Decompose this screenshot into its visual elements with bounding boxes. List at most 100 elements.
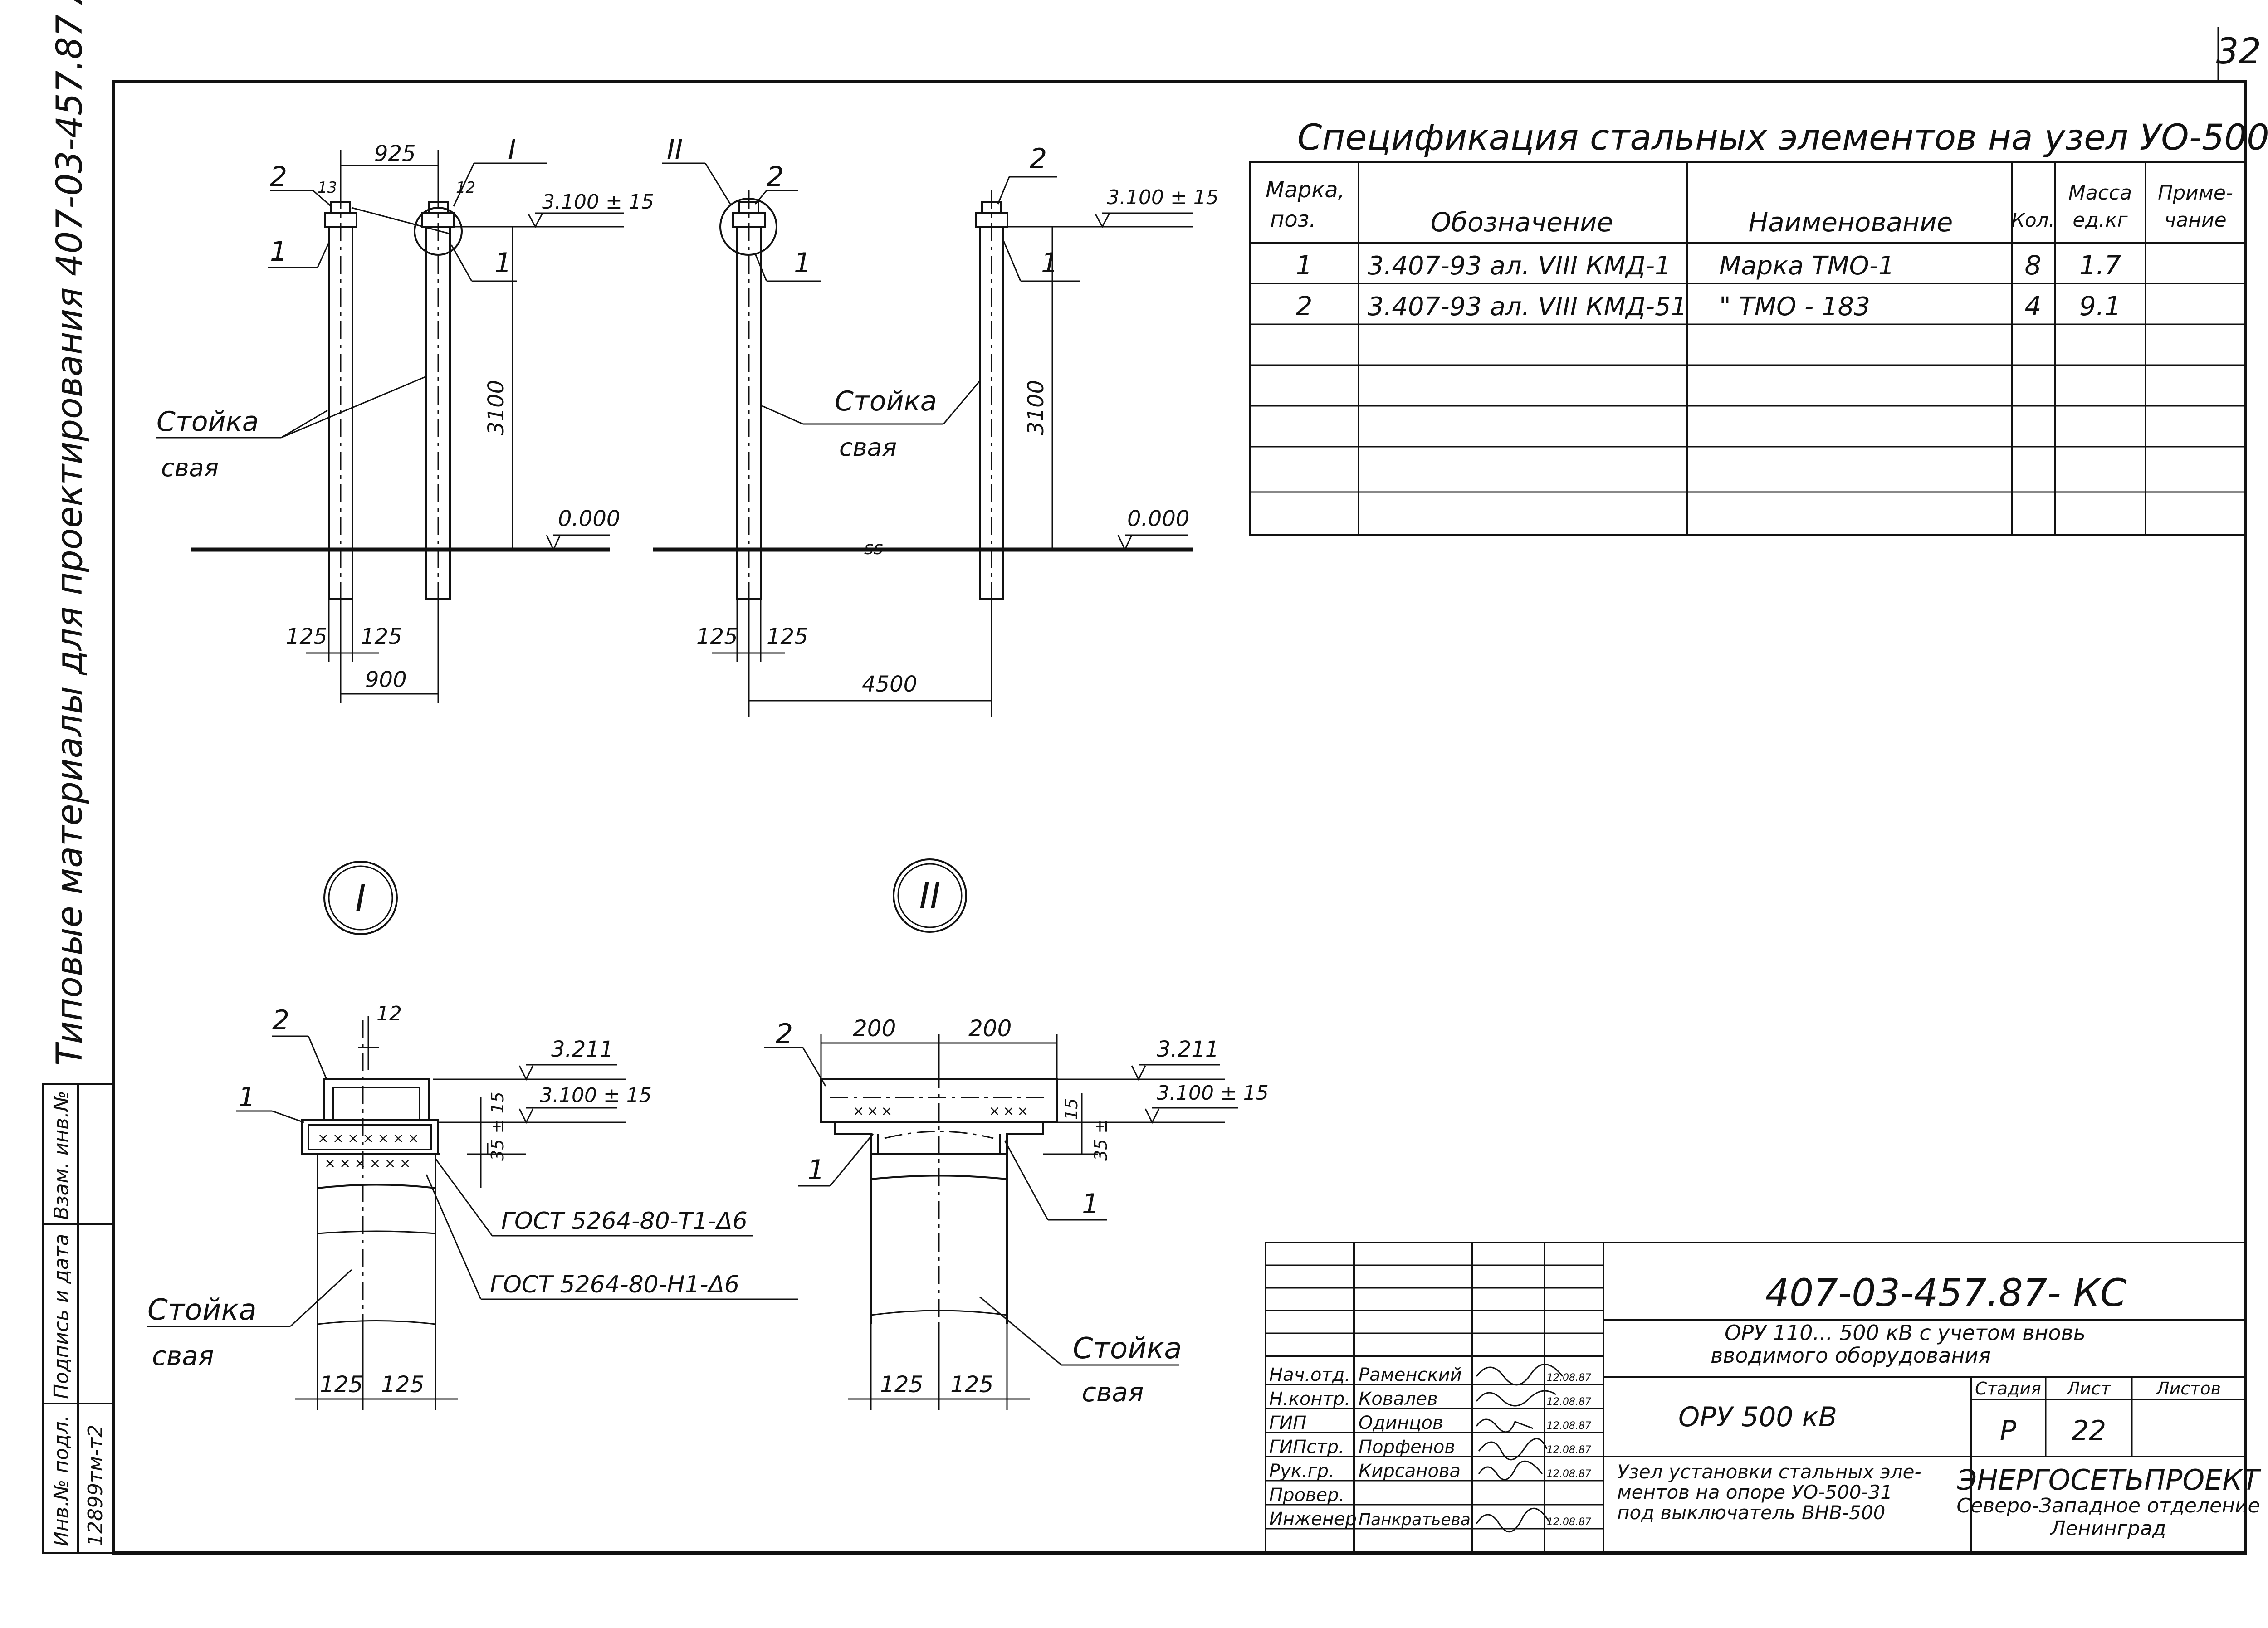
detail-I: I ××××××× ×××××× 2 1 12 3.211: [147, 861, 798, 1410]
staff-row: Нач.отд. Раменский 12.08.87: [1269, 1365, 1591, 1385]
spec-header-qty: Кол.: [2011, 209, 2055, 231]
staff-row: ГИП Одинцов 12.08.87: [1269, 1413, 1591, 1433]
dim-125-right-b: 125: [767, 624, 808, 649]
staff-date: 12.08.87: [1547, 1372, 1591, 1384]
post-label-right-2: свая: [839, 433, 897, 462]
detail-II-dim-125b: 125: [950, 1371, 993, 1398]
label-1-right-b: 1: [1041, 247, 1058, 279]
detail-I-weld-2: ГОСТ 5264-80-Н1-Δ6: [490, 1271, 739, 1298]
detail-I-circle-label: I: [355, 877, 366, 919]
detail-I-dim-35: 35 ± 15: [488, 1092, 508, 1161]
spec-header-name: Наименование: [1749, 207, 1953, 238]
label-2-right-a: 2: [767, 161, 784, 193]
spec-header-note-1: Приме-: [2158, 181, 2233, 205]
side-stamp-inv-label: Инв.№ подл.: [50, 1415, 73, 1546]
label-2-left: 2: [270, 161, 287, 193]
dim-125-left-a: 125: [286, 624, 327, 649]
staff-date: 12.08.87: [1547, 1516, 1591, 1528]
spec-row-2-name: " ТМО - 183: [1719, 292, 1870, 322]
detail-II-circle-label: II: [919, 875, 940, 917]
staff-role: Инженер: [1269, 1509, 1357, 1530]
label-1-left: 1: [270, 236, 287, 268]
detail-I-weld-1: ГОСТ 5264-80-Т1-Δ6: [501, 1208, 748, 1235]
detail-II-label-1b: 1: [1082, 1188, 1099, 1220]
page-number: 32: [2216, 31, 2261, 72]
side-stamp: Взам. инв.№ Подпись и дата Инв.№ подл. 1…: [42, 1083, 114, 1554]
height-right: 3100: [1023, 380, 1049, 435]
spec-header-mark-1: Марка,: [1266, 177, 1345, 203]
detail-II-dim-200b: 200: [968, 1015, 1012, 1042]
level-zero-right: 0.000: [1127, 506, 1189, 531]
staff-role: Н.контр.: [1269, 1389, 1350, 1409]
title-object: ОРУ 500 кВ: [1678, 1401, 1837, 1433]
staff-name: Панкратьева: [1359, 1511, 1471, 1529]
spec-row: 2 3.407-93 ал. VIII КМД-51 " ТМО - 183 4…: [1296, 291, 2121, 322]
title-project-1: ОРУ 110... 500 кВ с учетом вновь: [1725, 1321, 2086, 1345]
dim-125-right-a: 125: [696, 624, 738, 649]
detail-I-dim-12: 12: [376, 1002, 402, 1025]
detail-II-dim-35: 35 ±: [1091, 1119, 1111, 1161]
title-org-3: Ленинград: [2050, 1517, 2166, 1540]
staff-date: 12.08.87: [1547, 1396, 1591, 1408]
side-stamp-inv-value: 12899тм-т2: [84, 1425, 107, 1546]
section-mark-II: II: [667, 134, 683, 166]
staff-role: Провер.: [1269, 1485, 1344, 1506]
title-org-1: ЭНЕРГОСЕТЬПРОЕКТ: [1957, 1463, 2262, 1496]
spec-header-mass-1: Масса: [2068, 181, 2132, 205]
detail-II-label-2: 2: [776, 1018, 793, 1050]
detail-II-post-label-2: свая: [1082, 1377, 1144, 1408]
spec-row-2-designation: 3.407-93 ал. VIII КМД-51: [1368, 292, 1687, 322]
spec-row-1-qty: 8: [2025, 250, 2042, 281]
level-top-right: 3.100 ± 15: [1107, 186, 1219, 209]
label-2-right-b: 2: [1030, 143, 1047, 175]
title-code: 407-03-457.87- КС: [1765, 1271, 2126, 1315]
label-1-right-a: 1: [794, 247, 811, 279]
side-stamp-sign: Подпись и дата: [50, 1234, 73, 1399]
detail-II-dim-15: 15: [1061, 1098, 1081, 1120]
side-stamp-replace: Взам. инв.№: [50, 1091, 73, 1220]
detail-I-dim-125b: 125: [381, 1371, 424, 1398]
spec-header-note-2: чание: [2164, 209, 2226, 232]
title-org-2: Северо-Западное отделение: [1956, 1494, 2260, 1517]
detail-I-post-label-2: свая: [152, 1340, 214, 1371]
svg-text:××××××: ××××××: [324, 1155, 415, 1171]
svg-text:×××: ×××: [989, 1103, 1031, 1119]
detail-I-circle: [323, 861, 398, 935]
staff-role: ГИП: [1269, 1413, 1306, 1433]
spec-header-designation: Обозначение: [1431, 207, 1613, 238]
elevation-right: ss II 2 2 1 1 3.100 ± 15 31: [653, 134, 1219, 717]
svg-text:ss: ss: [864, 538, 883, 559]
side-title: Типовые материалы для проектирования 407…: [49, 0, 90, 1066]
spec-row-2-mark: 2: [1296, 291, 1313, 322]
elevation-left: I 925 13 12 2 1 1 3.100 ± 15 3100 0.000 …: [156, 134, 654, 703]
drawing-frame: [112, 80, 2247, 1555]
detail-II-dim-125a: 125: [880, 1371, 923, 1398]
section-mark-I: I: [508, 134, 516, 166]
detail-II-circle: [893, 858, 967, 933]
detail-II: II ××× ××× 200 200 2 1 1: [764, 858, 1269, 1410]
spec-row-1-mass: 1.7: [2079, 250, 2121, 281]
detail-II-level-2: 3.100 ± 15: [1157, 1082, 1269, 1105]
post-label-left-2: свая: [161, 453, 219, 482]
staff-date: 12.08.87: [1547, 1420, 1591, 1432]
title-sheet-title-2: ментов на опоре УО-500-31: [1617, 1481, 1892, 1503]
post-label-right-1: Стойка: [835, 385, 937, 417]
dim-4500: 4500: [862, 672, 917, 697]
detail-I-post-label-1: Стойка: [147, 1293, 257, 1327]
staff-role: Нач.отд.: [1269, 1365, 1350, 1385]
detail-I-level-2: 3.100 ± 15: [540, 1084, 652, 1107]
detail-I-dim-125a: 125: [320, 1371, 363, 1398]
staff-name: Кирсанова: [1359, 1461, 1461, 1482]
staff-name: Одинцов: [1359, 1413, 1443, 1433]
title-sheets-label: Листов: [2156, 1379, 2221, 1399]
spec-row-1-designation: 3.407-93 ал. VIII КМД-1: [1368, 251, 1671, 281]
level-top-left: 3.100 ± 15: [542, 190, 654, 214]
detail-II-post-label-1: Стойка: [1073, 1332, 1182, 1365]
staff-name: Раменский: [1359, 1365, 1462, 1385]
spec-row-1-name: Марка ТМО-1: [1719, 251, 1895, 281]
staff-row: Провер.: [1269, 1485, 1344, 1506]
